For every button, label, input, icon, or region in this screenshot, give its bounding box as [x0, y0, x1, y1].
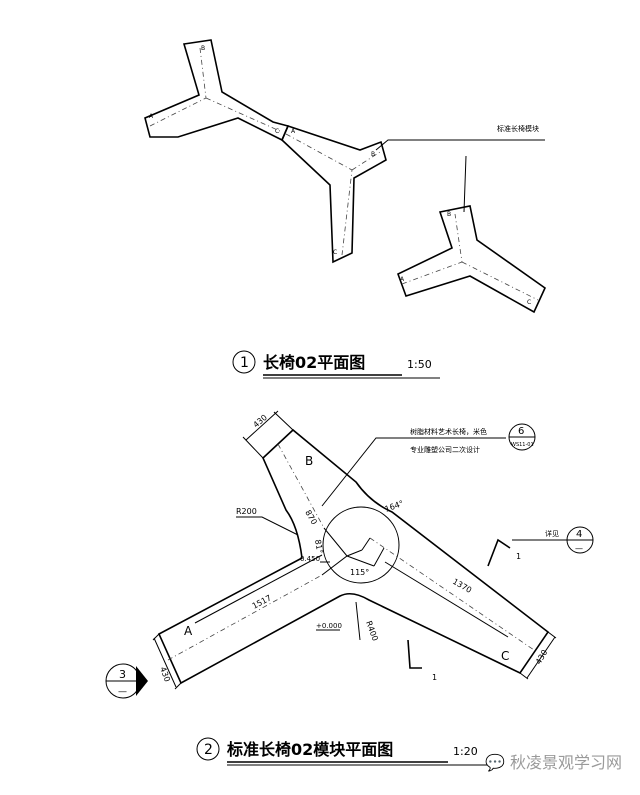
dim-angle-right: 164°: [384, 499, 405, 514]
dim-right-width-text: 430: [534, 648, 549, 666]
module-centerline-a: [167, 574, 323, 661]
module-2-centerline: [285, 133, 381, 256]
left-ref-bottom: —: [118, 687, 127, 697]
p1-title: 长椅02平面图: [263, 353, 365, 372]
watermark-text: 秋凌景观学习网: [509, 753, 622, 772]
p1-letter-b: B: [201, 45, 205, 52]
p1-letter-b3: B: [447, 211, 451, 218]
module-centerline-b: [277, 443, 325, 529]
wechat-icon: 💬: [484, 753, 505, 772]
p2-letter-b: B: [305, 454, 313, 468]
module-2-outline: [281, 125, 387, 264]
bench-plan-1: [144, 39, 547, 314]
leader-r200: [236, 516, 299, 536]
material-note-2: 专业雕塑公司二次设计: [410, 445, 480, 454]
left-ref-symbol: [105, 663, 148, 699]
p1-module-label: 标准长椅模块: [497, 124, 539, 133]
cut-number-1: 1: [516, 552, 521, 561]
module-3-centerline: [401, 213, 539, 301]
dim-arm-a: [194, 554, 323, 624]
p2-title: 标准长椅02模块平面图: [226, 740, 393, 759]
center-lines: [321, 527, 385, 576]
p1-letter-c: C: [275, 128, 279, 135]
dim-arm-a-text: 1517: [251, 593, 273, 611]
bench-plan-2: [152, 410, 572, 690]
dim-angle-bottom: 115°: [350, 568, 369, 577]
p2-scale: 1:20: [453, 745, 478, 758]
detail-ref-bottom: WS11-01: [511, 442, 534, 448]
module-centerline-c: [369, 537, 535, 651]
section-cut-bottom: [407, 639, 422, 669]
module-outline: [157, 428, 550, 685]
p1-title-number: 1: [240, 355, 249, 371]
left-ref-top: 3: [119, 668, 126, 681]
leader-note: [321, 437, 506, 507]
module-leader: [375, 139, 545, 213]
module-1-centerline: [149, 47, 283, 133]
level-1: 0.450: [300, 555, 320, 563]
p2-letter-c: C: [501, 649, 509, 663]
dim-left-width-text: 430: [158, 666, 172, 683]
p1-letter-a: A: [149, 113, 154, 120]
cut-number-2: 1: [432, 673, 437, 682]
p1-scale: 1:50: [407, 358, 432, 371]
leader-r400: [355, 601, 361, 641]
p2-title-circle: [196, 737, 220, 761]
p1-letter-a2: A: [291, 128, 296, 135]
dim-top-width-text: 430: [252, 413, 269, 430]
section-see-label: 详见: [545, 529, 559, 538]
material-note-1: 树脂材料艺术长椅，米色: [410, 427, 487, 436]
detail-circle: [322, 506, 400, 584]
p1-title-circle: [232, 350, 256, 374]
module-3-outline: [397, 205, 547, 314]
dim-top-width: [242, 410, 294, 459]
dim-arm-c: [384, 561, 509, 638]
module-1-outline: [144, 39, 290, 142]
watermark: 💬 秋凌景观学习网: [485, 749, 622, 773]
p1-letter-c2: C: [333, 249, 337, 256]
dim-radius-left: R200: [236, 507, 257, 516]
p1-letter-c3: C: [527, 299, 531, 306]
level-2: +0.000: [316, 622, 342, 630]
section-cut-right: [487, 538, 511, 567]
section-ref-bottom: —: [575, 544, 583, 553]
detail-ref-top: 6: [518, 426, 524, 437]
dim-arm-c-text: 1370: [451, 577, 473, 595]
p2-letter-a: A: [184, 624, 193, 638]
p2-title-number: 2: [204, 742, 213, 758]
dim-angle-top: 81°: [313, 539, 324, 555]
dim-radius-bottom: R400: [364, 620, 380, 643]
p1-letter-a3: A: [400, 276, 405, 283]
dim-arm-b-text: 870: [303, 509, 318, 527]
dim-left-width: [152, 633, 182, 690]
p1-letter-b2: B: [371, 151, 375, 158]
dim-right-width: [519, 631, 557, 680]
section-ref-top: 4: [576, 529, 582, 540]
